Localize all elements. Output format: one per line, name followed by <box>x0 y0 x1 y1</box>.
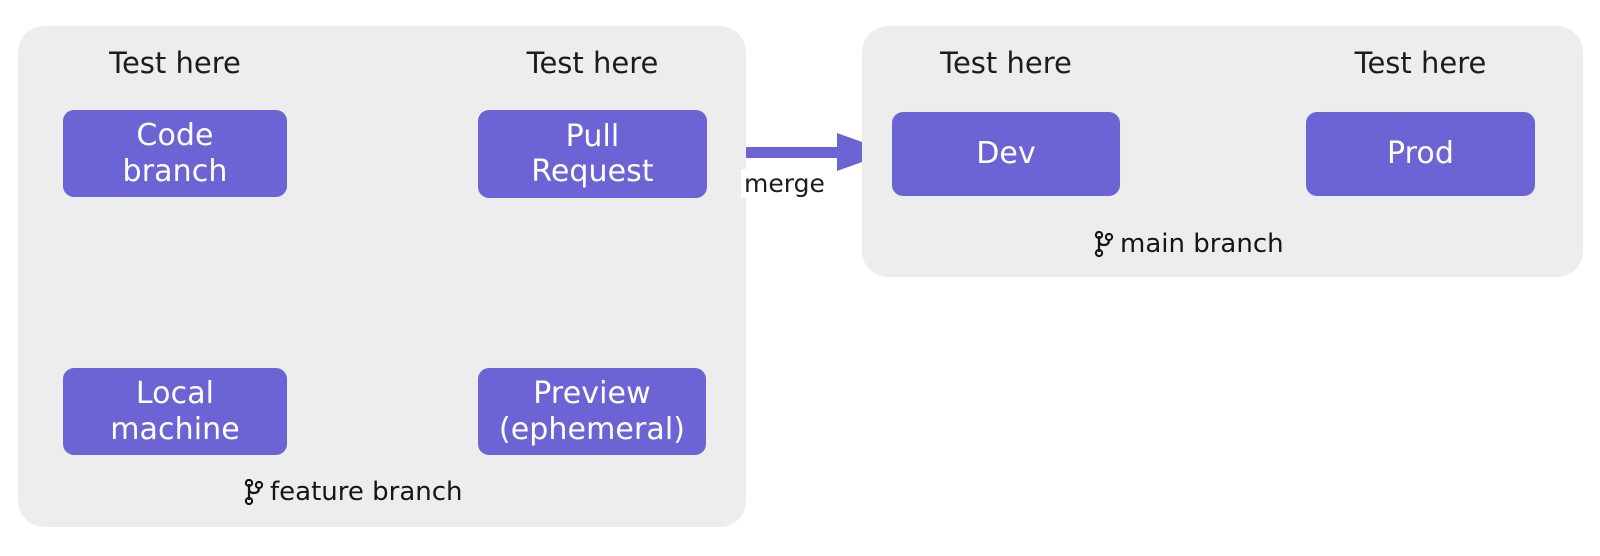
node-pull-request-line1: Pull <box>565 118 620 154</box>
node-local-machine[interactable]: Local machine <box>63 368 287 455</box>
node-code-branch[interactable]: Code branch <box>63 110 287 197</box>
branch-label-feature-text: feature branch <box>270 477 463 507</box>
node-preview-line1: Preview <box>533 376 651 412</box>
node-prod[interactable]: Prod <box>1306 112 1535 196</box>
edge-label-merge: merge <box>741 169 828 198</box>
git-branch-icon <box>1094 230 1114 258</box>
test-here-label-code: Test here <box>109 46 241 80</box>
node-dev-line1: Dev <box>976 136 1036 172</box>
test-here-label-prod: Test here <box>1354 46 1487 80</box>
node-dev[interactable]: Dev <box>892 112 1120 196</box>
branch-label-main: main branch <box>1094 229 1284 259</box>
node-code-branch-line1: Code <box>136 118 214 154</box>
node-preview-line2: (ephemeral) <box>498 411 686 447</box>
node-code-branch-line2: branch <box>122 153 228 189</box>
node-preview-ephemeral[interactable]: Preview (ephemeral) <box>478 368 706 455</box>
node-pull-request-line2: Request <box>531 154 654 189</box>
node-pull-request[interactable]: Pull Request <box>478 110 707 198</box>
branch-label-feature: feature branch <box>244 477 463 507</box>
node-local-machine-line2: machine <box>110 411 240 447</box>
test-here-label-pull-request: Test here <box>526 46 659 80</box>
git-branch-icon <box>244 478 264 506</box>
branch-label-main-text: main branch <box>1120 229 1284 259</box>
test-here-label-dev: Test here <box>940 46 1072 80</box>
node-prod-line1: Prod <box>1386 136 1455 172</box>
node-local-machine-line1: Local <box>135 376 215 412</box>
